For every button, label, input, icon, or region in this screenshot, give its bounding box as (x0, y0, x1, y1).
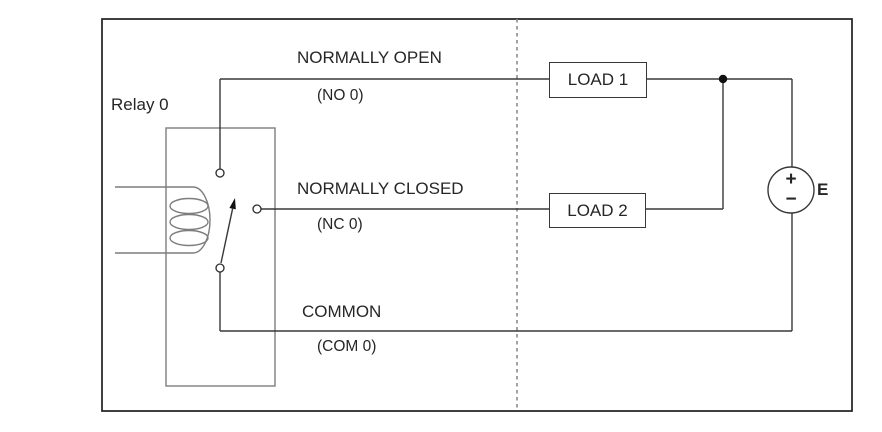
relay-coil (115, 186, 211, 254)
terminal-com-code: (COM 0) (317, 338, 377, 355)
coil-loop-2 (169, 213, 209, 231)
com-contact-terminal (215, 263, 225, 273)
load2-box: LOAD 2 (549, 193, 646, 228)
diagram-frame (101, 18, 853, 412)
wires (219, 78, 793, 332)
no-contact-terminal (215, 168, 225, 178)
coil-loop-1 (169, 197, 209, 215)
switch-armature (220, 208, 234, 264)
terminal-com-label: COMMON (302, 302, 382, 321)
junction-dot (718, 74, 728, 84)
coil-loop-3 (169, 229, 209, 247)
load2-label: LOAD 2 (567, 200, 628, 220)
voltage-source-circle (767, 166, 815, 214)
coil-outer-arc (192, 186, 211, 254)
terminal-nc-label: NORMALLY CLOSED (297, 179, 464, 198)
source-label: E (817, 180, 829, 199)
terminal-no-label: NORMALLY OPEN (297, 48, 442, 67)
source-minus-sign: − (785, 189, 797, 210)
armature-arrowhead-icon (229, 198, 236, 210)
terminal-no-code: (NO 0) (317, 87, 364, 104)
load1-label: LOAD 1 (567, 70, 629, 89)
nc-contact-terminal (252, 204, 262, 214)
relay-switch (215, 168, 262, 273)
terminal-nc-code: (NC 0) (317, 216, 363, 233)
relay-label: Relay 0 (111, 95, 169, 114)
source-plus-sign: + (785, 169, 797, 190)
load1-box: LOAD 1 (549, 62, 647, 98)
